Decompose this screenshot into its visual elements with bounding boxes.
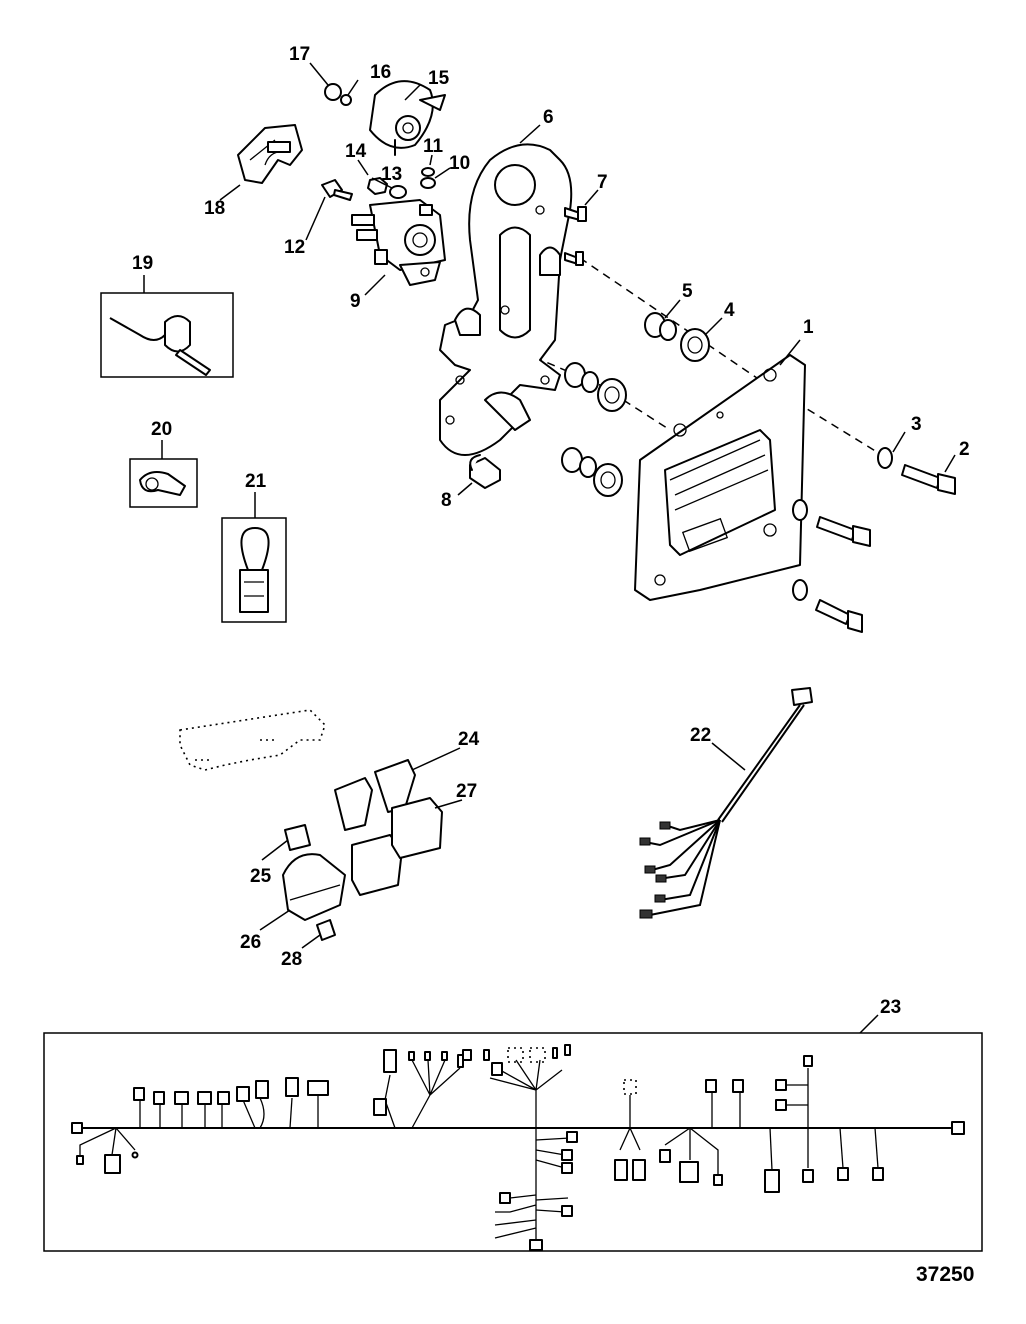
callout-17: 17 bbox=[289, 44, 310, 65]
callout-25: 25 bbox=[250, 866, 272, 887]
callout-11: 11 bbox=[423, 136, 444, 157]
callout-16: 16 bbox=[370, 62, 391, 83]
callout-14: 14 bbox=[345, 141, 367, 162]
bolt-8 bbox=[469, 454, 501, 489]
box-19 bbox=[100, 292, 234, 378]
callout-26: 26 bbox=[240, 932, 261, 953]
small-hardware bbox=[321, 80, 446, 201]
callout-22: 22 bbox=[690, 725, 711, 746]
callout-12: 12 bbox=[284, 237, 305, 258]
callout-18: 18 bbox=[204, 198, 225, 219]
ecm-module bbox=[634, 354, 806, 601]
callout-15: 15 bbox=[428, 68, 450, 89]
callout-13: 13 bbox=[381, 164, 402, 185]
callout-27: 27 bbox=[456, 781, 477, 802]
grommets-and-spacers bbox=[561, 312, 710, 497]
callout-20: 20 bbox=[151, 419, 172, 440]
callout-23: 23 bbox=[880, 997, 901, 1018]
callout-24: 24 bbox=[458, 729, 480, 750]
harness-22 bbox=[639, 687, 813, 919]
callout-19: 19 bbox=[132, 253, 153, 274]
reference-number: 37250 bbox=[916, 1263, 974, 1286]
callout-5: 5 bbox=[682, 281, 693, 302]
box-20 bbox=[129, 458, 198, 508]
callout-28: 28 bbox=[281, 949, 302, 970]
callout-8: 8 bbox=[441, 490, 452, 511]
clip-18 bbox=[237, 124, 303, 184]
harness-23 bbox=[43, 1032, 983, 1252]
callout-3: 3 bbox=[911, 414, 922, 435]
callout-1: 1 bbox=[803, 317, 814, 338]
mounting-bracket bbox=[439, 143, 573, 456]
box-21 bbox=[221, 517, 287, 623]
callout-9: 9 bbox=[350, 291, 361, 312]
washers-and-bolts bbox=[792, 447, 956, 633]
callout-21: 21 bbox=[245, 471, 267, 492]
solenoid-9 bbox=[351, 199, 446, 286]
callout-labels: 1 2 3 4 5 6 7 8 9 10 11 12 13 14 15 16 1… bbox=[132, 44, 974, 1286]
callout-6: 6 bbox=[543, 107, 554, 128]
callout-10: 10 bbox=[449, 153, 470, 174]
fuse-block-group bbox=[179, 709, 443, 941]
callout-7: 7 bbox=[597, 172, 608, 193]
leader-lines bbox=[143, 62, 956, 1034]
screws-7 bbox=[564, 206, 587, 266]
callout-4: 4 bbox=[724, 300, 735, 321]
callout-2: 2 bbox=[959, 439, 970, 460]
